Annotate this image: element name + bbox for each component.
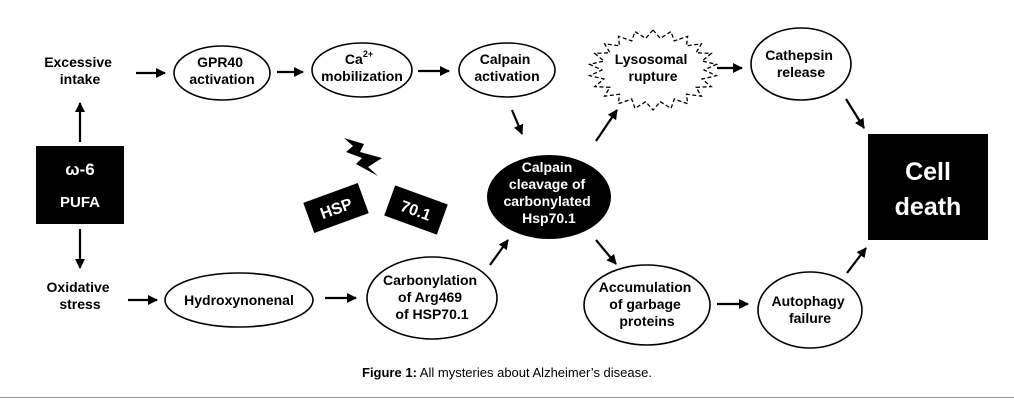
calpain-act-line2: activation <box>474 68 539 84</box>
carbonylation-line2: of Arg469 <box>398 289 462 305</box>
svg-text:Calpain cleavage of: Calpain cleavage of carbonylated Hsp70.1 <box>503 159 594 226</box>
svg-text:Oxidative stress: Oxidative stress <box>47 279 114 312</box>
caption-text: All mysteries about Alzheimer’s disease. <box>416 365 652 380</box>
cell-death-line1: Cell <box>905 158 951 186</box>
calpain-cleavage-line2: cleavage of <box>509 176 586 192</box>
cathepsin-line1: Cathepsin <box>765 47 833 63</box>
node-autophagy-failure: Autophagy failure <box>757 271 863 349</box>
node-accumulation: Accumulation of garbage proteins <box>583 264 711 346</box>
lightning-bolt-icon <box>344 138 382 176</box>
svg-text:Excessive intake: Excessive intake <box>44 54 116 87</box>
accumulation-line2: of garbage <box>609 296 681 312</box>
ca-mobilization-line2: mobilization <box>321 68 403 84</box>
autophagy-line1: Autophagy <box>772 293 845 309</box>
node-cell-death: Cell death <box>868 134 988 240</box>
excessive-intake-line2: intake <box>60 71 101 87</box>
ca-superscript: 2+ <box>363 49 373 59</box>
svg-text:Accumulation of garbage: Accumulation of garbage proteins <box>599 279 695 329</box>
svg-text:Carbonylation of Arg469: Carbonylation of Arg469 of HSP70.1 <box>383 272 481 322</box>
node-calpain-activation: Calpain activation <box>458 42 556 98</box>
svg-text:Ca2+: Ca2+ <box>345 49 373 67</box>
svg-text:GPR40 activation: GPR40 activation <box>189 54 254 87</box>
ca-main: Ca <box>345 51 363 67</box>
hydroxynonenal-label: Hydroxynonenal <box>184 292 294 308</box>
arrow-cathepsin-to-death <box>845 98 865 129</box>
gpr40-line1: GPR40 <box>197 54 243 70</box>
arrow-cleavage-to-lysosomal <box>595 109 618 142</box>
node-excessive-intake: Excessive intake <box>44 54 116 87</box>
arrow-calpain-to-cleavage <box>510 109 524 135</box>
cell-death-line2: death <box>895 193 962 221</box>
arrow-carbonylation-to-cleavage <box>489 239 509 266</box>
node-lysosomal-rupture: Lysosomal rupture <box>587 29 719 111</box>
node-omega6-pufa: ω-6 PUFA <box>36 146 124 224</box>
lysosomal-line2: rupture <box>629 68 678 84</box>
autophagy-line2: failure <box>789 310 831 326</box>
figure-caption: Figure 1: All mysteries about Alzheimer’… <box>0 365 1014 380</box>
excessive-intake-line1: Excessive <box>44 54 112 70</box>
oxidative-line2: stress <box>59 296 100 312</box>
calpain-cleavage-line4: Hsp70.1 <box>522 210 576 226</box>
carbonylation-line1: Carbonylation <box>383 272 477 288</box>
node-oxidative-stress: Oxidative stress <box>47 279 114 312</box>
calpain-act-line1: Calpain <box>480 51 531 67</box>
svg-text:Cathepsin release: Cathepsin release <box>765 47 837 80</box>
bottom-divider <box>0 397 1014 398</box>
node-carbonylation: Carbonylation of Arg469 of HSP70.1 <box>366 256 498 340</box>
svg-text:Lysosomal rupture: Lysosomal rupture <box>615 51 692 84</box>
node-ca-mobilization: Ca2+ mobilization <box>311 42 413 98</box>
pufa-line2: PUFA <box>60 194 100 211</box>
svg-text:Calpain activation: Calpain activation <box>474 51 539 84</box>
lysosomal-line1: Lysosomal <box>615 51 688 67</box>
accumulation-line3: proteins <box>619 313 674 329</box>
node-hydroxynonenal: Hydroxynonenal <box>164 272 314 328</box>
gpr40-line2: activation <box>189 71 254 87</box>
svg-text:Autophagy failure: Autophagy failure <box>772 293 849 326</box>
calpain-cleavage-line1: Calpain <box>522 159 573 175</box>
calpain-cleavage-line3: carbonylated <box>503 193 590 209</box>
hsp-badge: HSP <box>303 183 369 233</box>
node-cathepsin-release: Cathepsin release <box>750 27 852 101</box>
caption-label: Figure 1: <box>362 365 417 380</box>
oxidative-line1: Oxidative <box>47 279 110 295</box>
cathepsin-line2: release <box>777 64 825 80</box>
carbonylation-line3: of HSP70.1 <box>395 306 468 322</box>
arrow-autophagy-to-death <box>846 247 867 274</box>
node-calpain-cleavage: Calpain cleavage of carbonylated Hsp70.1 <box>487 155 611 239</box>
pufa-line1: ω-6 <box>65 160 94 179</box>
node-gpr40-activation: GPR40 activation <box>173 45 271 101</box>
hsp701-badge: 70.1 <box>384 185 448 235</box>
accumulation-line1: Accumulation <box>599 279 692 295</box>
arrow-cleavage-to-accumulation <box>595 239 617 265</box>
